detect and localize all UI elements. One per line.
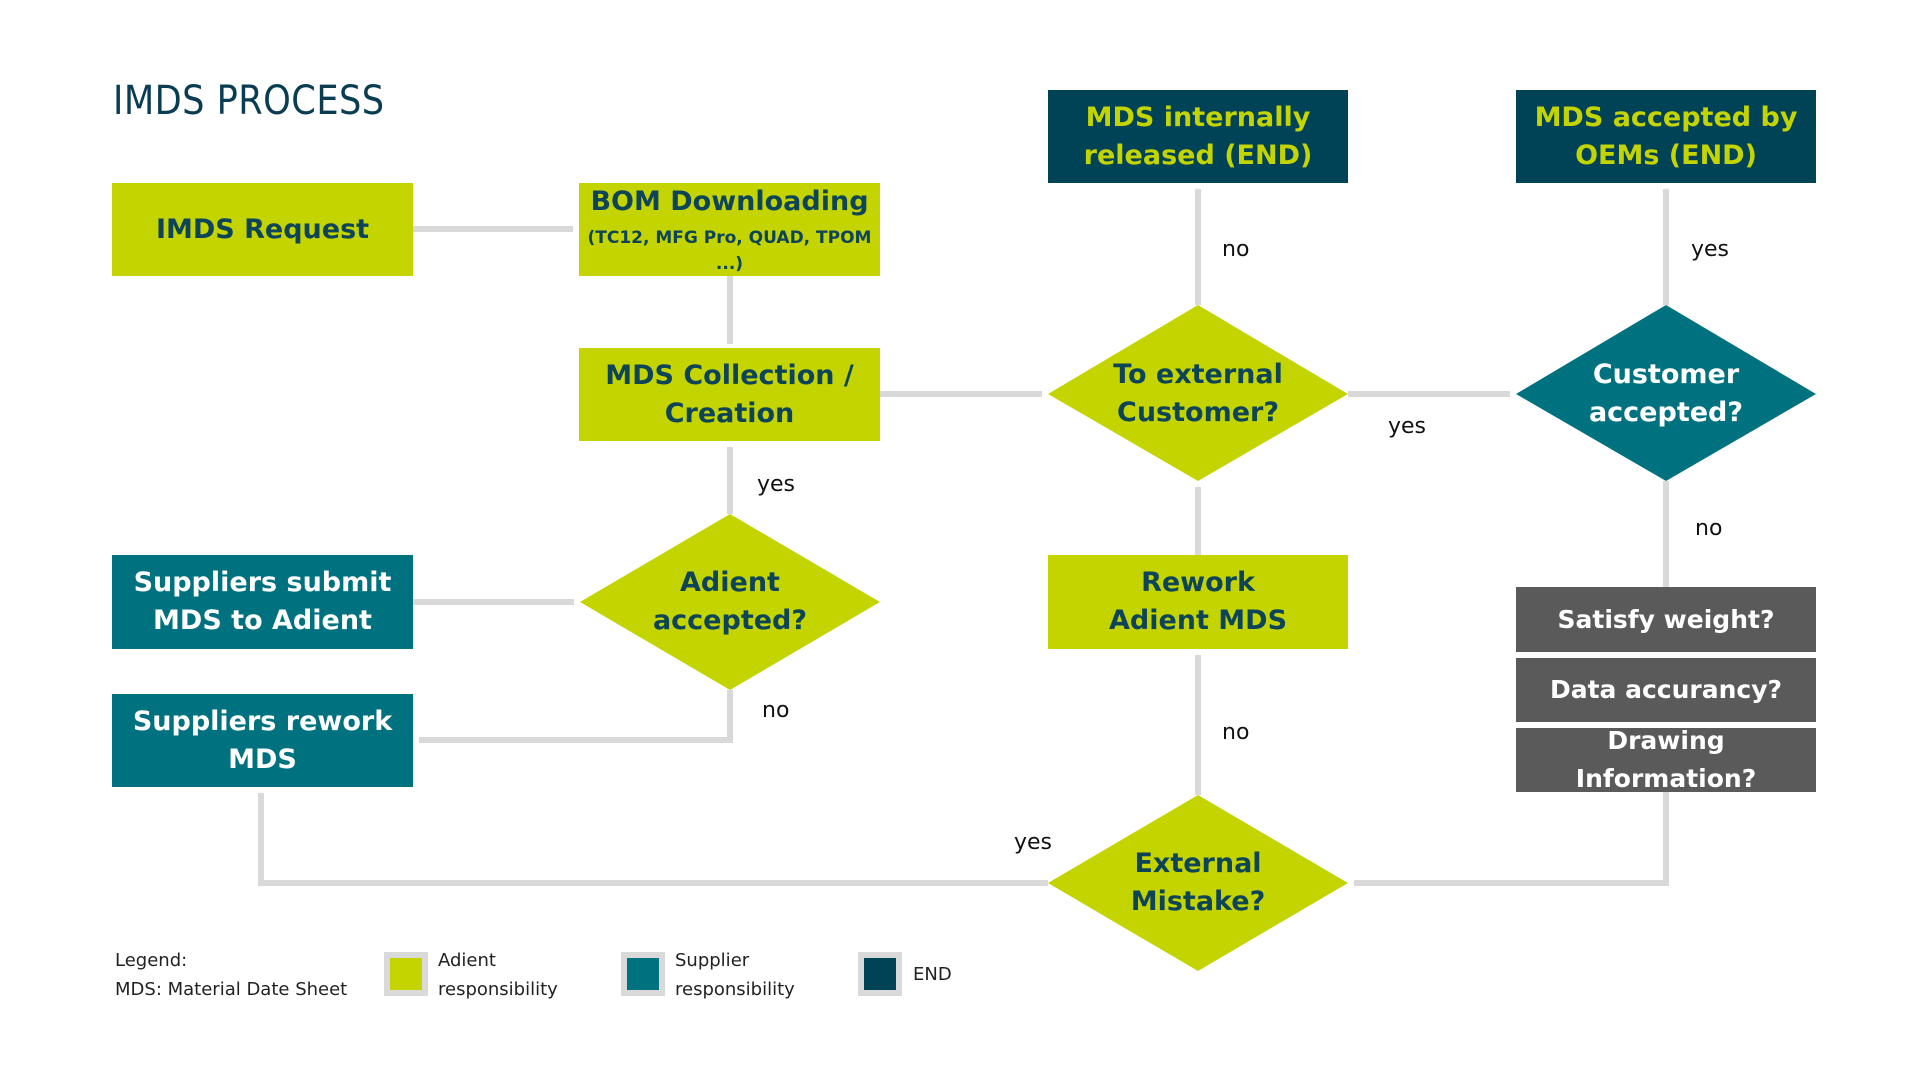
node-satisfy-weight[interactable]: Satisfy weight? — [1516, 587, 1816, 652]
legend-abbreviation: MDS: Material Date Sheet — [115, 979, 348, 1000]
edge-label-adient-no: no — [762, 698, 790, 723]
legend-item-supplier: Supplier responsibility — [675, 946, 795, 1004]
node-label: BOM Downloading — [590, 185, 869, 217]
legend-item-line1: END — [913, 964, 952, 985]
page-title: IMDS PROCESS — [113, 78, 385, 124]
connector-checks-to-mistake — [1353, 792, 1669, 886]
edge-label-external-yes: yes — [1388, 414, 1427, 439]
label-line1: Customer — [1592, 359, 1740, 390]
label-line2: Customer? — [1117, 397, 1279, 428]
label-line1: To external — [1113, 359, 1283, 390]
node-suppliers-rework[interactable]: Suppliers rework MDS — [112, 694, 413, 787]
node-label-line1: Suppliers submit — [133, 567, 392, 598]
edge-label-adient-yes: yes — [757, 472, 796, 497]
node-data-accuracy[interactable]: Data accurancy? — [1516, 658, 1816, 722]
node-sublabel: (TC12, MFG Pro, QUAD, TPOM ...) — [587, 227, 872, 274]
edge-label-mistake-yes: yes — [1014, 830, 1053, 855]
node-label: IMDS Request — [155, 213, 370, 245]
legend-swatch-supplier — [621, 952, 665, 996]
label-line1: External — [1134, 848, 1262, 879]
connector-adient-no — [418, 690, 733, 743]
legend-item-end: END — [913, 960, 952, 989]
connector-mistake-yes — [258, 792, 1048, 886]
legend-item-adient: Adient responsibility — [438, 946, 558, 1004]
legend-item-line1: Adient — [438, 950, 496, 971]
edge-label-customer-no: no — [1695, 516, 1723, 541]
node-mds-internally-released[interactable]: MDS internally released (END) — [1048, 90, 1348, 183]
decision-label-external-mistake: External Mistake? — [1068, 843, 1328, 923]
node-label-line1: MDS Collection / — [605, 359, 854, 391]
decision-adient-accepted[interactable] — [580, 514, 880, 690]
node-rework-adient-mds[interactable]: Rework Adient MDS — [1048, 555, 1348, 649]
node-label-line1: MDS accepted by — [1534, 101, 1798, 133]
node-label-line1: Rework — [1141, 567, 1255, 598]
legend-swatch-end — [858, 952, 902, 996]
decision-to-external-customer[interactable] — [1048, 305, 1348, 481]
node-mds-collection[interactable]: MDS Collection / Creation — [579, 348, 880, 441]
node-drawing-information[interactable]: Drawing Information? — [1516, 726, 1816, 793]
legend-item-line2: responsibility — [438, 979, 558, 1000]
node-bom-downloading[interactable]: BOM Downloading (TC12, MFG Pro, QUAD, TP… — [579, 183, 880, 276]
node-label-line2: released (END) — [1083, 139, 1313, 171]
legend-item-line2: responsibility — [675, 979, 795, 1000]
decision-external-mistake[interactable] — [1048, 795, 1348, 971]
decision-label-adient-accepted: Adient accepted? — [600, 562, 860, 642]
node-suppliers-submit[interactable]: Suppliers submit MDS to Adient — [112, 555, 413, 649]
node-label-line1: MDS internally — [1085, 101, 1311, 133]
legend-heading: Legend: — [115, 950, 188, 971]
decision-label-to-external: To external Customer? — [1068, 354, 1328, 434]
node-label-line2: Creation — [664, 397, 795, 429]
label-line1: Adient — [680, 567, 780, 598]
node-label: Data accurancy? — [1549, 675, 1783, 704]
node-label-line2: OEMs (END) — [1575, 139, 1757, 171]
edge-label-external-no: no — [1222, 237, 1250, 262]
decision-customer-accepted[interactable] — [1516, 305, 1816, 481]
node-label-line1: Suppliers rework — [132, 705, 393, 737]
label-line2: accepted? — [652, 605, 808, 636]
legend-swatch-adient — [384, 952, 428, 996]
node-mds-accepted-oems[interactable]: MDS accepted by OEMs (END) — [1516, 90, 1816, 183]
legend-item-line1: Supplier — [675, 950, 750, 971]
node-label-line2: MDS to Adient — [153, 605, 372, 636]
legend-heading-block: Legend: MDS: Material Date Sheet — [115, 946, 347, 1004]
edge-label-mistake-no: no — [1222, 720, 1250, 745]
decision-label-customer-accepted: Customer accepted? — [1536, 354, 1796, 434]
edge-label-customer-yes: yes — [1691, 237, 1730, 262]
node-label-line2: Adient MDS — [1108, 605, 1288, 636]
node-imds-request[interactable]: IMDS Request — [112, 183, 413, 276]
node-label: Satisfy weight? — [1557, 604, 1775, 634]
label-line2: Mistake? — [1130, 886, 1266, 917]
label-line2: accepted? — [1588, 397, 1744, 428]
node-label: Drawing Information? — [1575, 726, 1757, 793]
node-label-line2: MDS — [228, 743, 297, 775]
